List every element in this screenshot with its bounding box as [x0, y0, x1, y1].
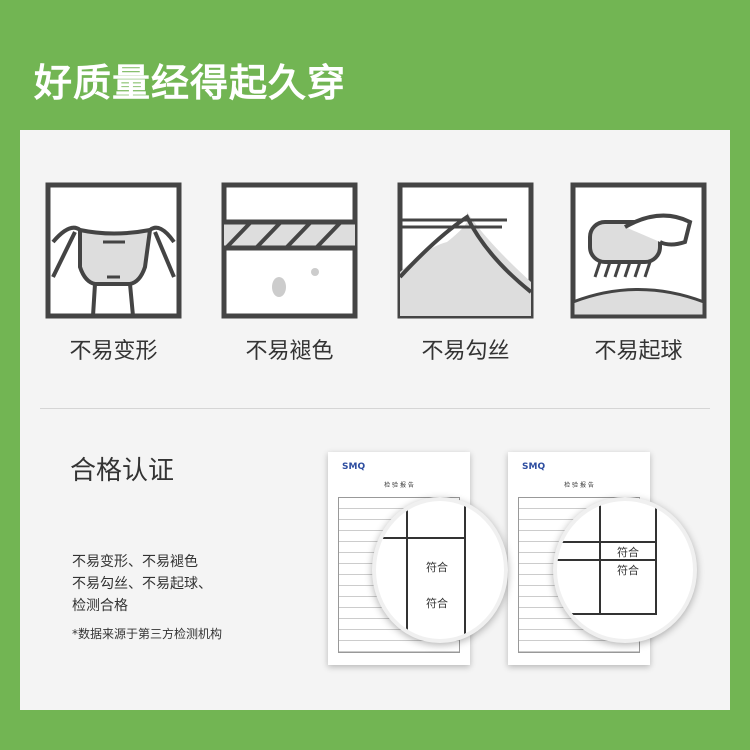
- magnifier-2: 符合 符合: [553, 497, 697, 643]
- feature-no-fade: 不易褪色: [221, 182, 358, 365]
- report-title: 检 验 报 告: [384, 482, 414, 489]
- feature-label: 不易褪色: [245, 339, 334, 364]
- certification-description: 不易变形、不易褪色 不易勾丝、不易起球、 检测合格: [72, 551, 212, 617]
- feature-no-pilling: 不易起球: [570, 182, 707, 365]
- stretch-icon: [45, 182, 182, 319]
- desc-line: 不易勾丝、不易起球、: [72, 576, 212, 592]
- pilling-icon: [570, 182, 707, 319]
- desc-line: 不易变形、不易褪色: [72, 554, 198, 570]
- feature-no-deform: 不易变形: [45, 182, 182, 365]
- report-title: 检 验 报 告: [564, 482, 594, 489]
- divider: [40, 408, 710, 409]
- feature-no-snag: 不易勾丝: [397, 182, 534, 365]
- certification-heading: 合格认证: [70, 456, 175, 486]
- result-text: 符合: [617, 564, 639, 577]
- color-fade-icon: [221, 182, 358, 319]
- result-text: 符合: [426, 561, 448, 574]
- feature-label: 不易起球: [594, 339, 683, 364]
- magnifier-1: 符合 符合: [372, 497, 508, 643]
- feature-label: 不易变形: [69, 339, 158, 364]
- result-text: 符合: [426, 597, 448, 610]
- content-panel: 不易变形 不易褪色 不易勾丝 不易起球 合格认证 不易变形、不易褪色 不易勾丝、…: [20, 130, 730, 710]
- footnote: *数据来源于第三方检测机构: [72, 627, 223, 641]
- page-title: 好质量经得起久穿: [34, 61, 347, 105]
- snag-icon: [397, 182, 534, 319]
- report-logo: SMQ: [342, 462, 366, 472]
- result-text: 符合: [617, 546, 639, 559]
- report-logo: SMQ: [522, 462, 546, 472]
- desc-line: 检测合格: [72, 598, 128, 614]
- feature-label: 不易勾丝: [421, 339, 510, 364]
